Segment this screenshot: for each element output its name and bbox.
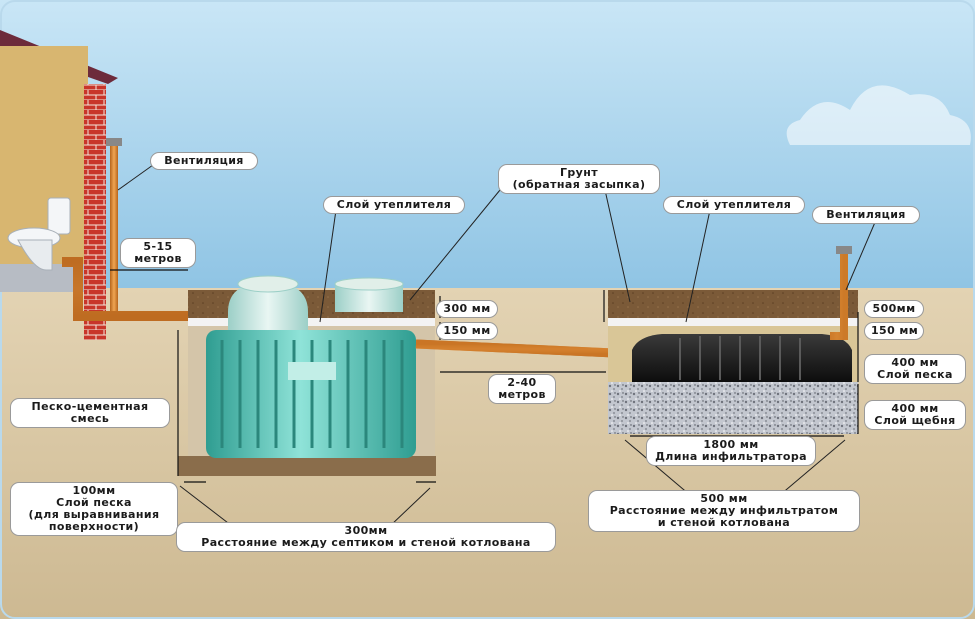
- label-text: Слой утеплителя: [676, 198, 792, 211]
- label-150mm-left: 150 мм: [436, 322, 498, 340]
- label-text: 150 мм: [871, 324, 919, 337]
- label-distance-2-40: 2-40 метров: [488, 374, 556, 404]
- label-text: Слой утеплителя: [336, 198, 452, 211]
- label-value: 5-15: [143, 240, 173, 253]
- label-sand-layer-100: 100мм Слой песка (для выравнивания повер…: [10, 482, 178, 536]
- label-soil-backfill: Грунт (обратная засыпка): [498, 164, 660, 194]
- label-line-2: смесь: [70, 412, 110, 425]
- label-text: Вентиляция: [826, 208, 906, 221]
- septic-tank: [206, 275, 416, 458]
- label-value: 1800 мм: [703, 438, 759, 451]
- label-insulation-left: Слой утеплителя: [323, 196, 465, 214]
- label-value: 500 мм: [700, 492, 748, 505]
- label-unit: метров: [498, 388, 546, 401]
- label-ventilation-right: Вентиляция: [812, 206, 920, 224]
- label-sand-400: 400 мм Слой песка: [864, 354, 966, 384]
- label-line-1: Расстояние между инфильтратом: [609, 504, 839, 517]
- label-text: Слой песка: [877, 368, 953, 381]
- label-line-2: (для выравнивания: [28, 508, 160, 521]
- pit-right-insulation: [608, 318, 858, 326]
- label-gravel-400: 400 мм Слой щебня: [864, 400, 966, 430]
- brick-chimney: [84, 84, 106, 340]
- label-value: 400 мм: [891, 356, 939, 369]
- label-value: 100мм: [72, 484, 116, 497]
- label-line-1: Слой песка: [56, 496, 132, 509]
- label-ventilation-left: Вентиляция: [150, 152, 258, 170]
- label-value: 2-40: [507, 376, 537, 389]
- label-text: Слой щебня: [874, 414, 956, 427]
- toilet-icon: [7, 197, 71, 271]
- label-value: 400 мм: [891, 402, 939, 415]
- label-line-2: и стеной котлована: [657, 516, 791, 529]
- label-line-1: Песко-цементная: [31, 400, 149, 413]
- label-text: 150 мм: [443, 324, 491, 337]
- label-text: Длина инфильтратора: [655, 450, 807, 463]
- label-text: 300 мм: [443, 302, 491, 315]
- label-insulation-right: Слой утеплителя: [663, 196, 805, 214]
- pit-left-insulation: [188, 318, 435, 326]
- vent-pipe-left: [110, 146, 118, 314]
- infiltrator: [632, 334, 852, 382]
- label-150mm-right: 150 мм: [864, 322, 924, 340]
- label-value: 300мм: [344, 524, 388, 537]
- label-infiltrator-length: 1800 мм Длина инфильтратора: [646, 436, 816, 466]
- label-distance-5-15: 5-15 метров: [120, 238, 196, 268]
- pit-right-gravel: [608, 382, 858, 434]
- label-500mm: 500мм: [864, 300, 924, 318]
- label-300mm: 300 мм: [436, 300, 498, 318]
- cloud: [786, 85, 971, 145]
- label-text: Вентиляция: [164, 154, 244, 167]
- label-gap-500: 500 мм Расстояние между инфильтратом и с…: [588, 490, 860, 532]
- label-text: Расстояние между септиком и стеной котло…: [201, 536, 531, 549]
- label-gap-300: 300мм Расстояние между септиком и стеной…: [176, 522, 556, 552]
- label-line-3: поверхности): [48, 520, 140, 533]
- label-line-1: Грунт: [559, 166, 599, 179]
- label-line-2: (обратная засыпка): [512, 178, 646, 191]
- label-text: 500мм: [872, 302, 916, 315]
- pit-left-sand: [178, 456, 436, 476]
- pit-right-backfill: [608, 290, 858, 320]
- label-sand-cement-mix: Песко-цементная смесь: [10, 398, 170, 428]
- label-unit: метров: [134, 252, 182, 265]
